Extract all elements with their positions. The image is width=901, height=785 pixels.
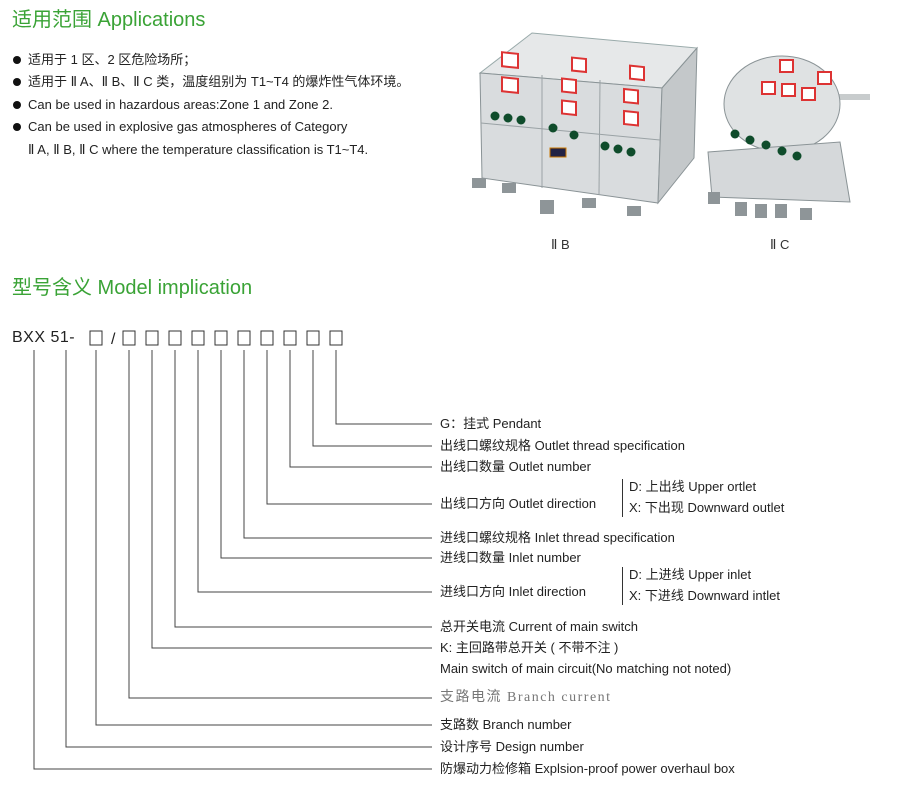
leader-line <box>335 350 432 425</box>
leader-line <box>197 350 432 593</box>
bullet-item: Can be used in hazardous areas:Zone 1 an… <box>12 94 409 116</box>
product-photo-iib <box>472 32 699 216</box>
bullet-item: 适用于 Ⅱ A、Ⅱ B、Ⅱ C 类，温度组别为 T1~T4 的爆炸性气体环境。 <box>12 71 409 93</box>
model-label: 出线口数量 Outlet number <box>440 459 591 474</box>
leader-line <box>174 350 432 628</box>
model-label: 进线口方向 Inlet direction <box>440 584 586 599</box>
code-box <box>283 330 297 346</box>
bullet-dot <box>13 78 21 87</box>
code-box <box>191 330 205 346</box>
bullet-dot <box>13 56 21 64</box>
model-title: 型号含义 Model implication <box>12 277 253 299</box>
leader-line <box>33 350 432 770</box>
bullet-dot <box>13 123 21 132</box>
inlet-option: D: 上进线 Upper inlet <box>629 567 752 582</box>
leader-line <box>312 350 432 447</box>
bullet-dot <box>13 100 21 109</box>
code-box <box>214 330 228 346</box>
caption-iic: Ⅱ C <box>770 237 790 252</box>
bullet-item: Can be used in explosive gas atmospheres… <box>12 116 409 161</box>
leader-line <box>151 350 432 649</box>
outlet-option: D: 上出线 Upper ortlet <box>629 479 757 494</box>
code-box <box>145 330 159 346</box>
applications-list: 适用于 1 区、2 区危险场所； 适用于 Ⅱ A、Ⅱ B、Ⅱ C 类，温度组别为… <box>12 49 409 161</box>
product-photo-iic <box>707 55 870 220</box>
bullet-item: 适用于 1 区、2 区危险场所； <box>12 49 409 71</box>
leader-line <box>220 350 432 559</box>
code-box <box>89 330 103 346</box>
model-label: 防爆动力检修箱 Explsion-proof power overhaul bo… <box>440 761 735 776</box>
model-label: 出线口螺纹规格 Outlet thread specification <box>440 438 685 453</box>
model-label: 进线口数量 Inlet number <box>440 550 581 565</box>
caption-iib: Ⅱ B <box>551 237 570 252</box>
leader-line <box>243 350 432 539</box>
model-label: 总开关电流 Current of main switch <box>440 619 638 634</box>
model-label: K: 主回路带总开关 ( 不带不注 ) <box>440 640 619 655</box>
inlet-option: X: 下进线 Downward intlet <box>629 588 780 603</box>
model-label: 支路数 Branch number <box>440 717 572 732</box>
model-code: BXX 51- <box>12 329 76 346</box>
leader-line <box>95 350 432 726</box>
inlet-brace <box>622 567 623 605</box>
model-label: G：挂式 Pendant <box>440 416 542 431</box>
outlet-option: X: 下出现 Downward outlet <box>629 500 785 515</box>
leader-line <box>128 350 432 699</box>
code-separator: / <box>111 331 116 348</box>
outlet-brace <box>622 479 623 517</box>
applications-title: 适用范围 Applications <box>12 9 206 31</box>
leader-line <box>65 350 432 748</box>
model-label: 支路电流 Branch current <box>440 690 612 705</box>
model-label: 设计序号 Design number <box>440 739 584 754</box>
code-box <box>329 330 343 346</box>
code-box <box>122 330 136 346</box>
leader-line <box>266 350 432 505</box>
code-box <box>237 330 251 346</box>
code-box <box>168 330 182 346</box>
model-label: 出线口方向 Outlet direction <box>440 496 597 511</box>
leader-line <box>289 350 432 468</box>
code-box <box>260 330 274 346</box>
k-note: Main switch of main circuit(No matching … <box>440 661 732 676</box>
code-box <box>306 330 320 346</box>
model-label: 进线口螺纹规格 Inlet thread specification <box>440 530 675 545</box>
